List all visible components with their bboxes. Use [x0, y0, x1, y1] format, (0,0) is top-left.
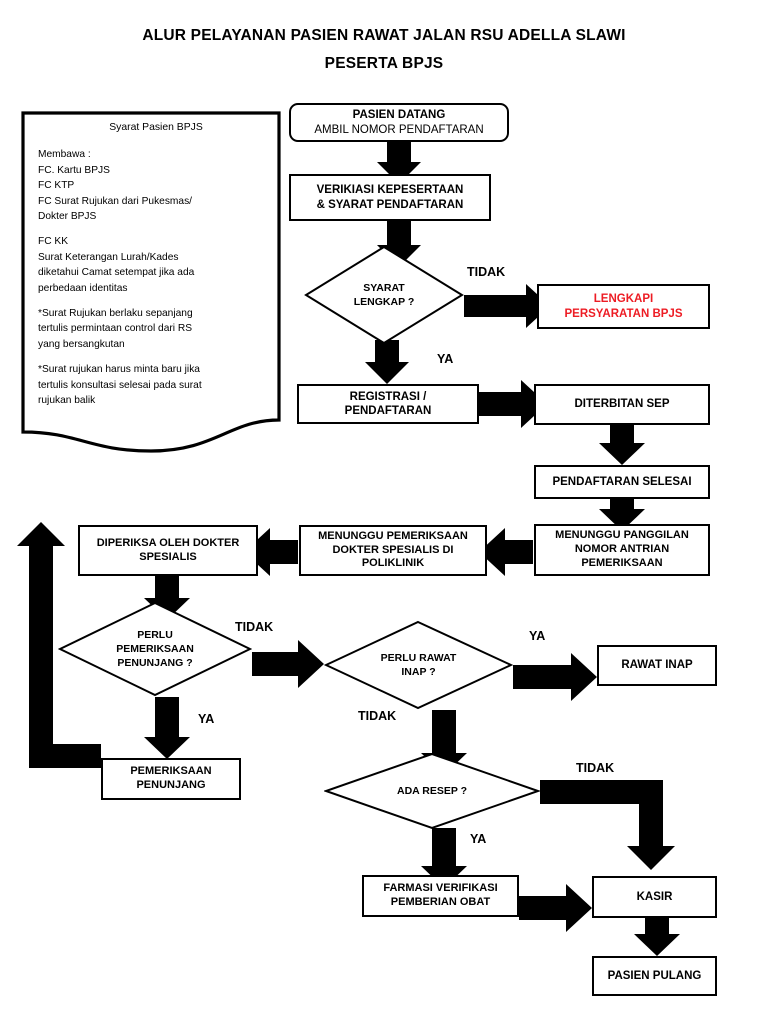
edge-label-rawat-ya: YA — [529, 629, 546, 643]
edge-label-syarat-ya: YA — [437, 352, 454, 366]
decision-syarat-lengkap-label: SYARAT LENGKAP ? — [353, 281, 415, 308]
arrow-resep-tidak-to-kasir — [540, 780, 675, 870]
requirements-line: Dokter BPJS — [38, 211, 97, 223]
edge-label-penunjang-tidak: TIDAK — [235, 620, 274, 634]
edge-label-syarat-tidak: TIDAK — [467, 265, 506, 279]
edge-label-resep-ya: YA — [470, 832, 487, 846]
diamond-shape — [324, 752, 540, 830]
requirements-line: FC. Kartu BPJS — [38, 164, 110, 176]
decision-syarat-lengkap[interactable]: SYARAT LENGKAP ? — [304, 245, 464, 345]
node-pasien-datang-title: PASIEN DATANG — [352, 109, 446, 122]
decision-ada-resep[interactable]: ADA RESEP ? — [324, 752, 540, 830]
arrow-farmasi-to-kasir — [519, 884, 592, 932]
arrow-penunjang-loop-back — [17, 522, 101, 768]
spacer — [38, 352, 274, 362]
edge-label-penunjang-ya: YA — [198, 712, 215, 726]
requirements-line: *Surat Rujukan berlaku sepanjang — [38, 308, 193, 320]
node-farmasi-verifikasi[interactable]: FARMASI VERIFIKASI PEMBERIAN OBAT — [362, 875, 519, 917]
title-line-2: PESERTA BPJS — [324, 55, 444, 72]
requirements-note: Syarat Pasien BPJS Membawa : FC. Kartu B… — [20, 110, 282, 455]
requirements-line: yang bersangkutan — [38, 338, 125, 350]
node-rawat-inap[interactable]: RAWAT INAP — [597, 645, 717, 686]
arrow-panggilan-to-menunggu — [479, 528, 533, 576]
requirements-line: rujukan balik — [38, 395, 96, 407]
requirements-text: Syarat Pasien BPJS Membawa : FC. Kartu B… — [38, 120, 274, 409]
arrow-registrasi-to-sep — [479, 380, 547, 428]
decision-perlu-penunjang[interactable]: PERLU PEMERIKSAAN PENUNJANG ? — [58, 601, 252, 697]
node-menunggu-pemeriksaan[interactable]: MENUNGGU PEMERIKSAAN DOKTER SPESIALIS DI… — [299, 525, 487, 576]
decision-perlu-penunjang-label: PERLU PEMERIKSAAN PENUNJANG ? — [116, 628, 194, 670]
arrow-resep-ya-to-farmasi — [421, 828, 467, 888]
spacer — [38, 224, 274, 234]
requirements-line: Membawa : — [38, 149, 91, 161]
page-title: ALUR PELAYANAN PASIEN RAWAT JALAN RSU AD… — [0, 22, 768, 78]
title-line-1: ALUR PELAYANAN PASIEN RAWAT JALAN RSU AD… — [142, 27, 626, 44]
requirements-line: tertulis konsultasi selesai pada surat — [38, 379, 202, 391]
node-lengkapi-persyaratan[interactable]: LENGKAPI PERSYARATAN BPJS — [537, 284, 710, 329]
requirements-line: FC Surat Rujukan dari Pukesmas/ — [38, 195, 193, 207]
node-verifikasi-kepesertaan[interactable]: VERIKIASI KEPESERTAAN & SYARAT PENDAFTAR… — [289, 174, 491, 221]
arrow-sep-to-selesai — [599, 425, 645, 465]
requirements-line: tertulis permintaan control dari RS — [38, 323, 193, 335]
requirements-line: Surat Keterangan Lurah/Kades — [38, 251, 179, 263]
decision-perlu-rawat-inap-label: PERLU RAWAT INAP ? — [380, 651, 457, 678]
edge-label-resep-tidak: TIDAK — [576, 761, 615, 775]
spacer — [38, 296, 274, 306]
arrow-kasir-to-pulang — [634, 918, 680, 956]
node-pasien-datang-subtitle: AMBIL NOMOR PENDAFTARAN — [314, 123, 484, 136]
node-pendaftaran-selesai[interactable]: PENDAFTARAN SELESAI — [534, 465, 710, 499]
arrow-selesai-to-panggilan — [599, 499, 645, 531]
arrow-rawat-ya-to-rawatinap — [513, 653, 597, 701]
arrow-penunjang-tidak-to-rawat-q — [252, 640, 324, 688]
node-diterbitkan-sep[interactable]: DITERBITAN SEP — [534, 384, 710, 425]
requirements-line: perbedaan identitas — [38, 282, 128, 294]
node-menunggu-panggilan[interactable]: MENUNGGU PANGGILAN NOMOR ANTRIAN PEMERIK… — [534, 524, 710, 576]
node-diperiksa-dokter-spesialis[interactable]: DIPERIKSA OLEH DOKTER SPESIALIS — [78, 525, 258, 576]
decision-ada-resep-label: ADA RESEP ? — [396, 784, 467, 797]
diamond-shape — [324, 620, 513, 710]
arrow-penunjang-ya-to-box — [144, 697, 190, 759]
edge-label-rawat-tidak: TIDAK — [358, 709, 397, 723]
node-pemeriksaan-penunjang[interactable]: PEMERIKSAAN PENUNJANG — [101, 758, 241, 800]
diamond-shape — [304, 245, 464, 345]
arrow-syarat-ya-to-registrasi — [365, 340, 409, 384]
requirements-heading: Syarat Pasien BPJS — [109, 122, 203, 133]
requirements-line: *Surat rujukan harus minta baru jika — [38, 364, 200, 376]
requirements-line: FC KK — [38, 236, 69, 248]
document-shape — [21, 111, 281, 453]
requirements-line: FC KTP — [38, 180, 75, 192]
node-registrasi-pendaftaran[interactable]: REGISTRASI / PENDAFTARAN — [297, 384, 479, 424]
node-pasien-datang[interactable]: PASIEN DATANG AMBIL NOMOR PENDAFTARAN — [289, 103, 509, 142]
node-pasien-pulang[interactable]: PASIEN PULANG — [592, 956, 717, 996]
arrow-datang-to-verifikasi — [377, 142, 421, 184]
requirements-line: diketahui Camat setempat jika ada — [38, 267, 195, 279]
arrow-syarat-tidak-to-lengkapi — [464, 284, 550, 328]
diamond-shape — [58, 601, 252, 697]
decision-perlu-rawat-inap[interactable]: PERLU RAWAT INAP ? — [324, 620, 513, 710]
node-kasir[interactable]: KASIR — [592, 876, 717, 918]
